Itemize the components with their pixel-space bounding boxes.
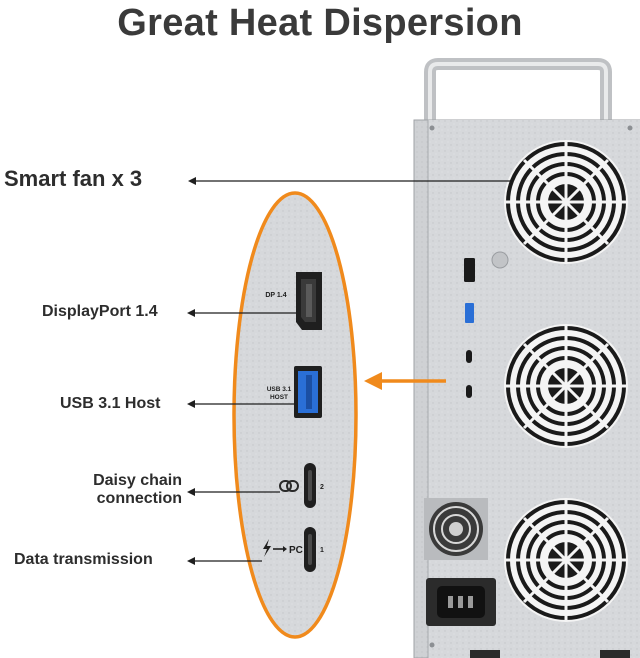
chassis-ports bbox=[464, 258, 475, 398]
arrow-left-icon bbox=[364, 372, 446, 390]
fan-icon bbox=[502, 496, 630, 624]
label-data-transmission: Data transmission bbox=[14, 551, 153, 568]
link-icon bbox=[279, 480, 299, 492]
usb-mark-line2: HOST bbox=[270, 394, 288, 401]
power-socket-icon bbox=[426, 578, 496, 626]
label-smart-fan: Smart fan x 3 bbox=[4, 166, 143, 191]
callout-data-transmission bbox=[187, 557, 262, 565]
dp-mark: DP 1.4 bbox=[265, 292, 286, 299]
page-title: Great Heat Dispersion bbox=[117, 2, 523, 44]
thunderbolt-icon bbox=[263, 539, 271, 557]
callout-usb bbox=[187, 400, 296, 408]
callout-displayport bbox=[187, 309, 297, 317]
displayport-port bbox=[296, 272, 322, 330]
fan-icon bbox=[502, 138, 630, 266]
data-transmission-port bbox=[304, 527, 316, 572]
daisy-chain-port bbox=[304, 463, 316, 508]
label-daisy-chain: Daisy chain connection bbox=[40, 472, 182, 508]
usb-port bbox=[294, 366, 322, 418]
label-daisy-chain-line2: connection bbox=[96, 490, 182, 507]
chassis-handle bbox=[424, 58, 612, 122]
callout-daisy-chain bbox=[187, 488, 280, 496]
label-displayport: DisplayPort 1.4 bbox=[42, 303, 158, 320]
callout-smart-fan bbox=[188, 177, 510, 185]
psu-fan bbox=[424, 498, 488, 560]
fan-icon bbox=[502, 322, 630, 450]
label-usb-host: USB 3.1 Host bbox=[60, 395, 161, 412]
pc-number: 1 bbox=[320, 547, 324, 554]
pc-text: PC bbox=[289, 545, 303, 556]
usb-mark-line1: USB 3.1 bbox=[267, 386, 292, 393]
arrow-right-icon bbox=[273, 546, 287, 552]
daisy-number: 2 bbox=[320, 484, 324, 491]
label-daisy-chain-line1: Daisy chain bbox=[93, 472, 182, 489]
